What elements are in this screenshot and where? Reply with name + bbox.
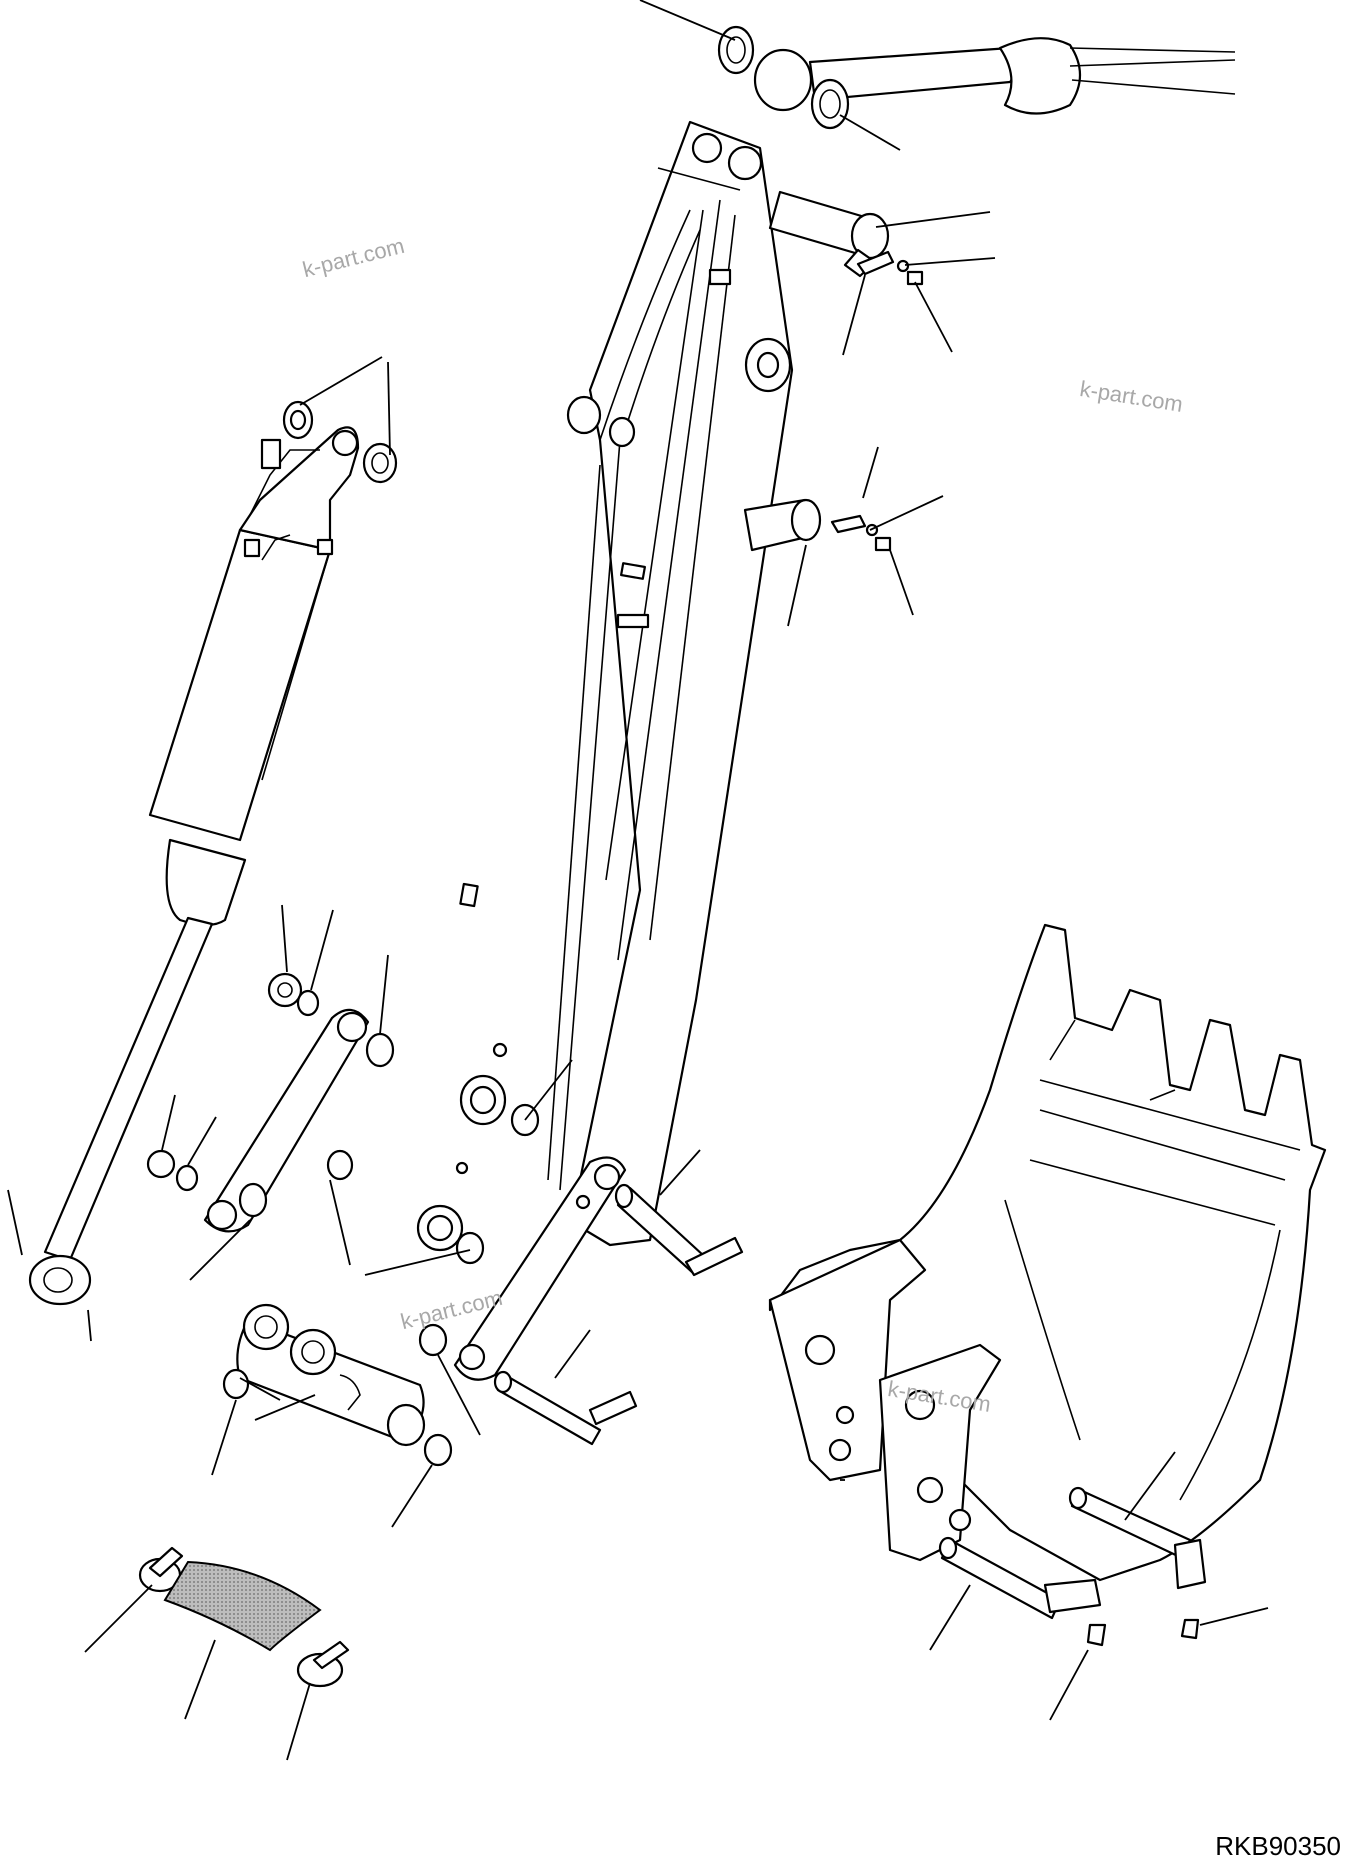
top-pin — [768, 190, 924, 286]
bucket — [768, 923, 1327, 1582]
arm-assembly — [416, 120, 794, 1252]
left-link — [146, 972, 395, 1233]
hose-clamp-set — [138, 1546, 350, 1688]
right-link — [326, 1103, 627, 1381]
bucket-pin-upper — [1068, 1486, 1207, 1590]
link-pin-lower — [493, 1370, 638, 1446]
link-pin-right — [614, 1183, 744, 1277]
bucket-pin-lower — [938, 1536, 1200, 1647]
middle-pin — [743, 498, 892, 552]
leader-lines — [7, 0, 1269, 1761]
top-cylinder-rod — [717, 25, 1236, 130]
drawing-code: RKB90350 — [1215, 1831, 1341, 1861]
bucket-cylinder — [28, 400, 398, 1306]
guide-link — [222, 1303, 453, 1467]
